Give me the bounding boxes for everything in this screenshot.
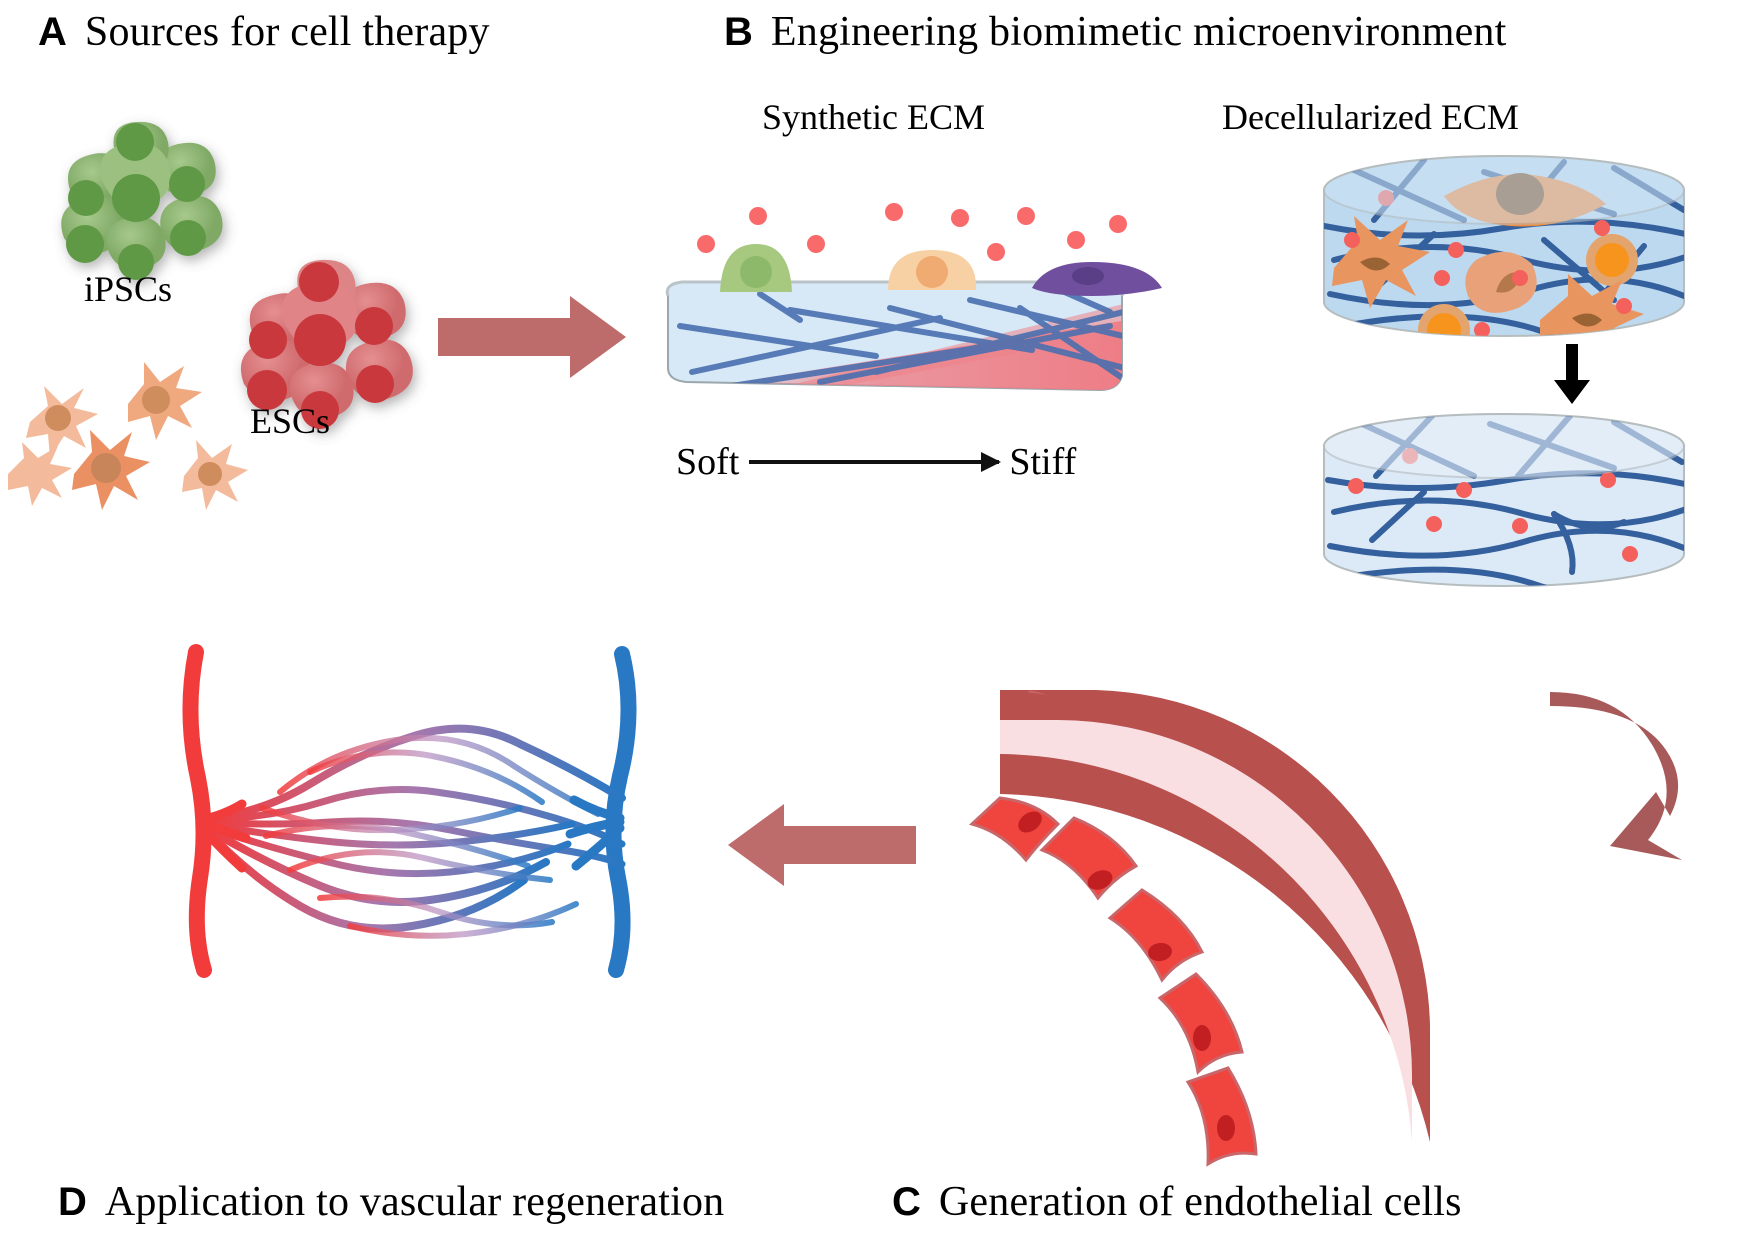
scaffold-cell-green (720, 244, 792, 292)
panel-c-letter: C (892, 1180, 921, 1224)
stiffness-axis: Soft Stiff (676, 440, 1076, 484)
stiffness-label-soft: Soft (676, 441, 740, 483)
fibroblast-cells (0, 352, 250, 510)
subtitle-synthetic-ecm: Synthetic ECM (762, 97, 985, 137)
decellularized-ecm-bottom-dish (1314, 408, 1694, 598)
scaffold-cell-orange (888, 250, 977, 290)
panel-b-letter: B (724, 10, 753, 54)
blood-vessel-cross-section (968, 690, 1430, 1167)
decellularized-ecm-top-dish (1314, 150, 1694, 350)
panel-c-title-text: Generation of endothelial cells (938, 1179, 1462, 1225)
signal-molecules (697, 203, 1127, 261)
scaffold-cell-purple (1032, 262, 1162, 296)
panel-a-title-text: Sources for cell therapy (84, 9, 490, 55)
esc-colony (218, 258, 428, 438)
panel-a-title: A Sources for cell therapy (38, 8, 490, 56)
synthetic-ecm-scaffold (640, 200, 1162, 440)
vascular-network (170, 640, 650, 980)
panel-d-letter: D (58, 1180, 87, 1224)
arrow-decellularization (1552, 344, 1592, 406)
arrow-a-to-b (438, 292, 628, 382)
panel-d-title-text: Application to vascular regeneration (104, 1179, 725, 1225)
subtitle-decellularized-ecm: Decellularized ECM (1222, 97, 1519, 137)
arrow-c-to-d (726, 800, 916, 890)
panel-a-letter: A (38, 10, 67, 54)
arrow-b-to-c (1536, 620, 1750, 870)
panel-b-title: B Engineering biomimetic microenvironmen… (724, 8, 1507, 56)
panel-c-title: C Generation of endothelial cells (892, 1178, 1462, 1226)
panel-d-title: D Application to vascular regeneration (58, 1178, 724, 1226)
stiffness-arrow-icon (749, 452, 1002, 472)
label-escs: ESCs (250, 401, 331, 441)
label-ipscs: iPSCs (84, 269, 173, 309)
ipsc-colony (40, 120, 240, 290)
vein-trunk (605, 646, 637, 978)
panel-b-title-text: Engineering biomimetic microenvironment (770, 9, 1507, 55)
artery-trunk (182, 644, 212, 978)
stiffness-label-stiff: Stiff (1009, 441, 1077, 483)
